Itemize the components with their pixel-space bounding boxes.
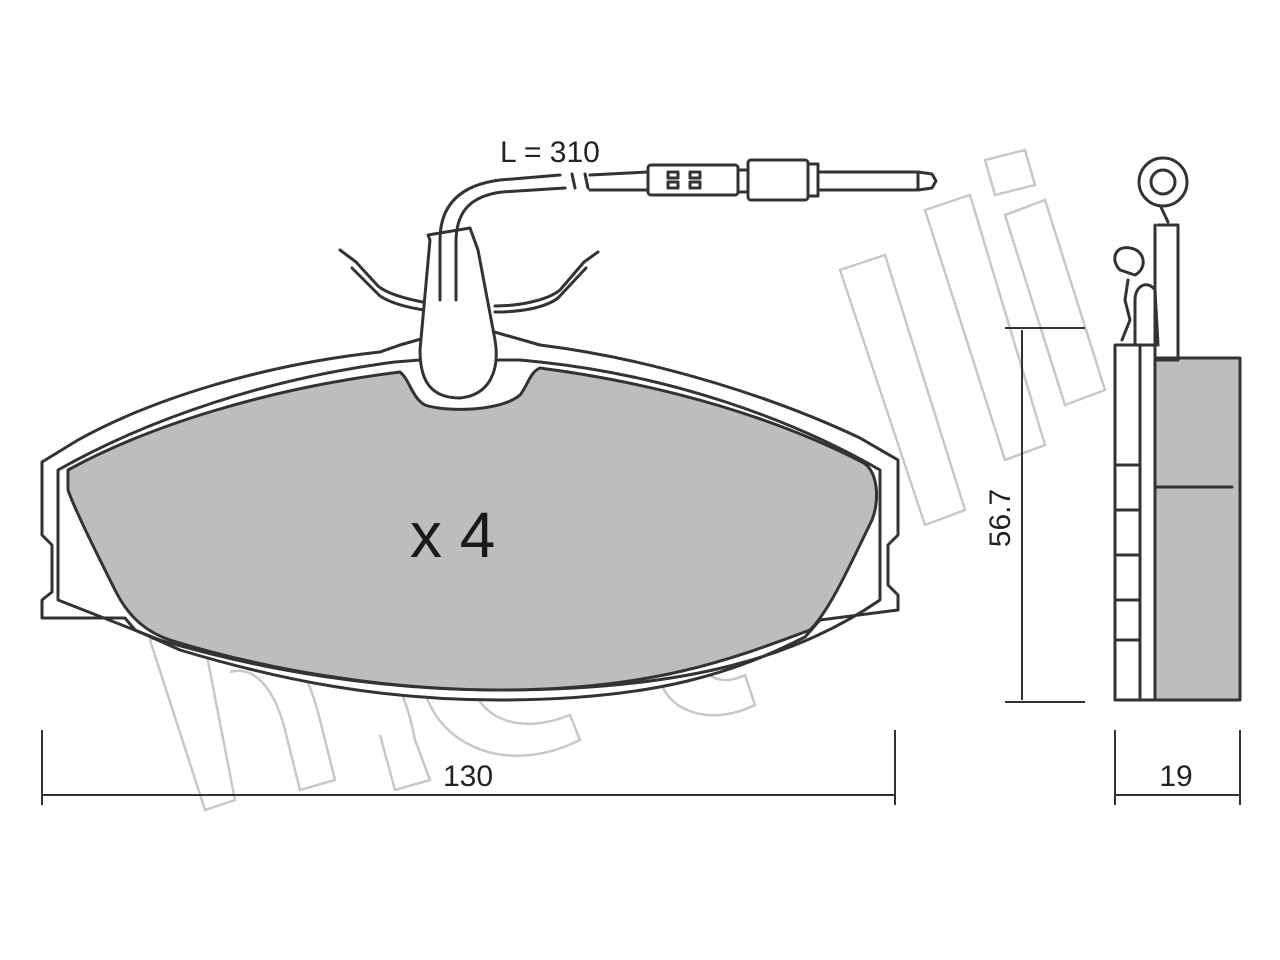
height-dimension	[1005, 327, 1085, 703]
width-label: 130	[443, 760, 493, 793]
friction-material	[66, 366, 879, 692]
thickness-label: 19	[1159, 760, 1192, 793]
side-plate-steps	[1113, 343, 1142, 702]
sensor-connector	[646, 158, 938, 202]
wire-break	[570, 172, 590, 190]
height-label: 56.7	[984, 489, 1017, 547]
side-sensor-ring-inner	[1149, 168, 1177, 196]
sensor-wire-inner	[454, 186, 567, 302]
sensor-wire-end	[588, 170, 650, 192]
side-clip	[1113, 246, 1160, 347]
thickness-dimension	[1114, 730, 1241, 805]
side-friction-material	[1153, 356, 1242, 702]
width-dimension	[41, 730, 896, 805]
side-view	[1113, 156, 1242, 702]
wire-length-label: L = 310	[500, 136, 600, 169]
sensor-wire	[438, 173, 562, 302]
side-sensor-ring	[1137, 156, 1189, 208]
side-sensor	[1153, 203, 1180, 362]
side-backing-plate	[1113, 343, 1157, 702]
wear-sensor-tab	[418, 226, 498, 400]
quantity-label: x 4	[410, 499, 495, 571]
